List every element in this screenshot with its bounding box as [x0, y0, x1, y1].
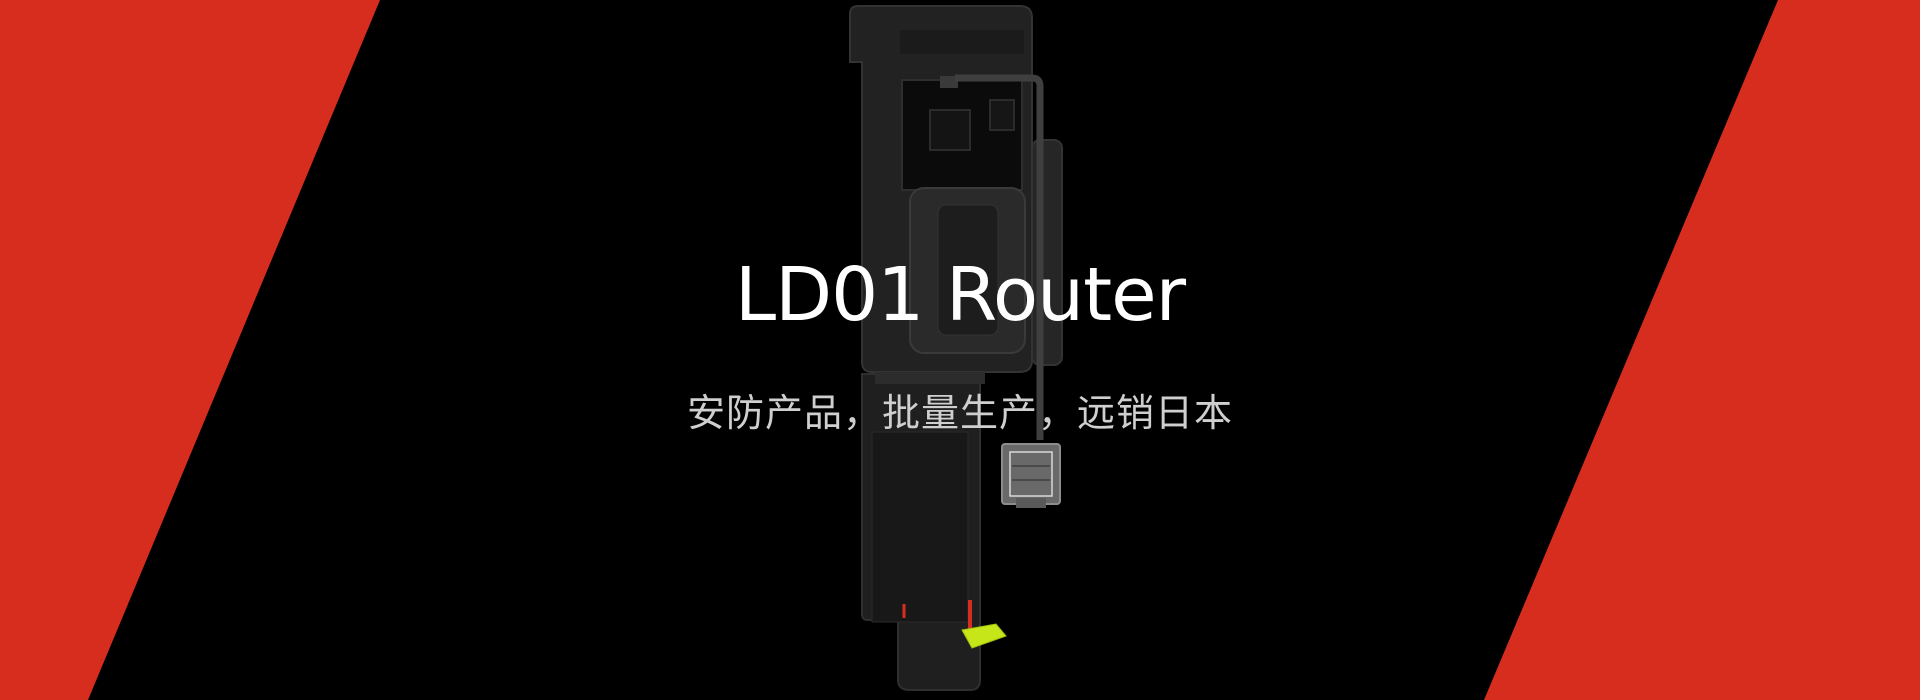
- product-title: LD01 Router: [734, 252, 1186, 338]
- right-red-stripe: [1484, 0, 1920, 700]
- yellow-connector: [961, 623, 1007, 649]
- router-top-ridge: [900, 30, 1024, 54]
- router-product-image: [849, 5, 1063, 691]
- left-red-stripe: [0, 0, 380, 700]
- rj45-connector: [1001, 443, 1061, 508]
- product-tagline: 安防产品，批量生产，远销日本: [686, 391, 1233, 435]
- router-cable: [955, 74, 1044, 440]
